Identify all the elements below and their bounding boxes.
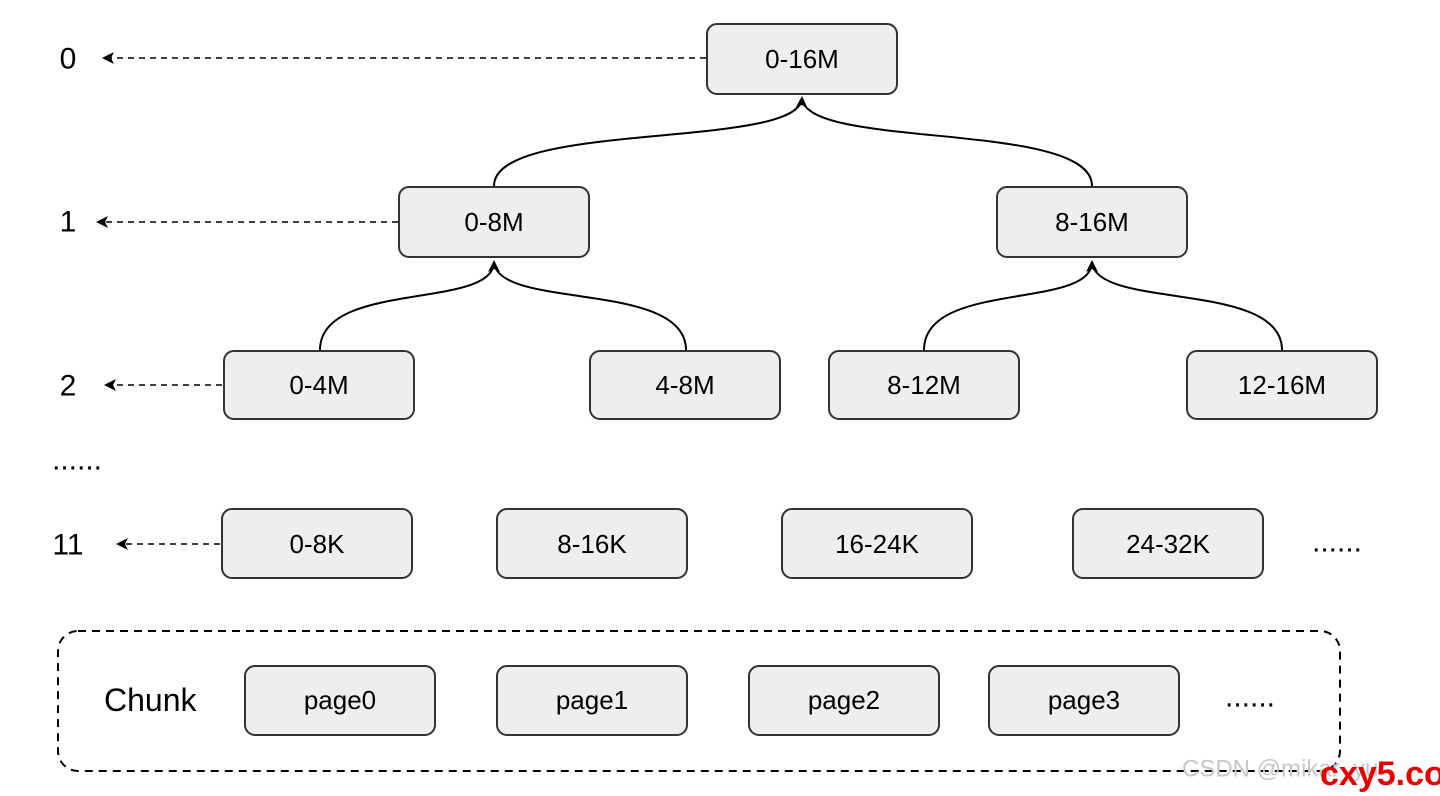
watermark-csdn: CSDN @mikar_yu	[1182, 756, 1378, 783]
level-label-11: 11	[52, 529, 83, 562]
page-2: page2	[748, 665, 940, 736]
level-label-0: 0	[60, 43, 77, 76]
page-3: page3	[988, 665, 1180, 736]
node-8-16M-label: 8-16M	[1055, 207, 1129, 237]
node-root: 0-16M	[706, 23, 898, 95]
page-3-label: page3	[1048, 685, 1120, 715]
node-0-8M-label: 0-8M	[464, 207, 523, 237]
node-0-4M-label: 0-4M	[289, 370, 348, 400]
page-1-label: page1	[556, 685, 628, 715]
node-4-8M-label: 4-8M	[655, 370, 714, 400]
node-8-12M: 8-12M	[828, 350, 1020, 420]
node-8-12M-label: 8-12M	[887, 370, 961, 400]
edge-4-8M-to-0-8M	[493, 261, 687, 351]
level11-ellipsis: ......	[1312, 526, 1362, 559]
level-label-1: 1	[60, 206, 77, 239]
node-8-16K: 8-16K	[496, 508, 688, 579]
page-0-label: page0	[304, 685, 376, 715]
chunk-label: Chunk	[104, 682, 198, 718]
node-0-8K-label: 0-8K	[290, 529, 346, 559]
node-0-4M: 0-4M	[223, 350, 415, 420]
chunk-container	[57, 630, 1341, 772]
edge-0-4M-to-0-8M	[319, 260, 500, 351]
edge-8-16M-to-root	[801, 97, 1093, 187]
node-root-label: 0-16M	[765, 44, 839, 74]
node-0-8K: 0-8K	[221, 508, 413, 579]
node-0-8M: 0-8M	[398, 186, 590, 258]
node-8-16K-label: 8-16K	[557, 529, 627, 559]
edge-0-8M-to-root	[493, 96, 808, 187]
node-4-8M: 4-8M	[589, 350, 781, 420]
node-24-32K: 24-32K	[1072, 508, 1264, 579]
edge-8-12M-to-8-16M	[923, 260, 1098, 351]
page-0: page0	[244, 665, 436, 736]
watermark-site: cxy5.com	[1320, 755, 1440, 793]
page-2-label: page2	[808, 685, 880, 715]
node-12-16M: 12-16M	[1186, 350, 1378, 420]
node-24-32K-label: 24-32K	[1126, 529, 1210, 559]
node-12-16M-label: 12-16M	[1238, 370, 1326, 400]
edge-12-16M-to-8-16M	[1091, 261, 1283, 351]
page-1: page1	[496, 665, 688, 736]
node-16-24K-label: 16-24K	[835, 529, 919, 559]
level-label-2: 2	[60, 370, 77, 403]
level-ellipsis: ......	[52, 444, 102, 477]
chunk-ellipsis: ......	[1225, 681, 1275, 714]
node-16-24K: 16-24K	[781, 508, 973, 579]
node-8-16M: 8-16M	[996, 186, 1188, 258]
